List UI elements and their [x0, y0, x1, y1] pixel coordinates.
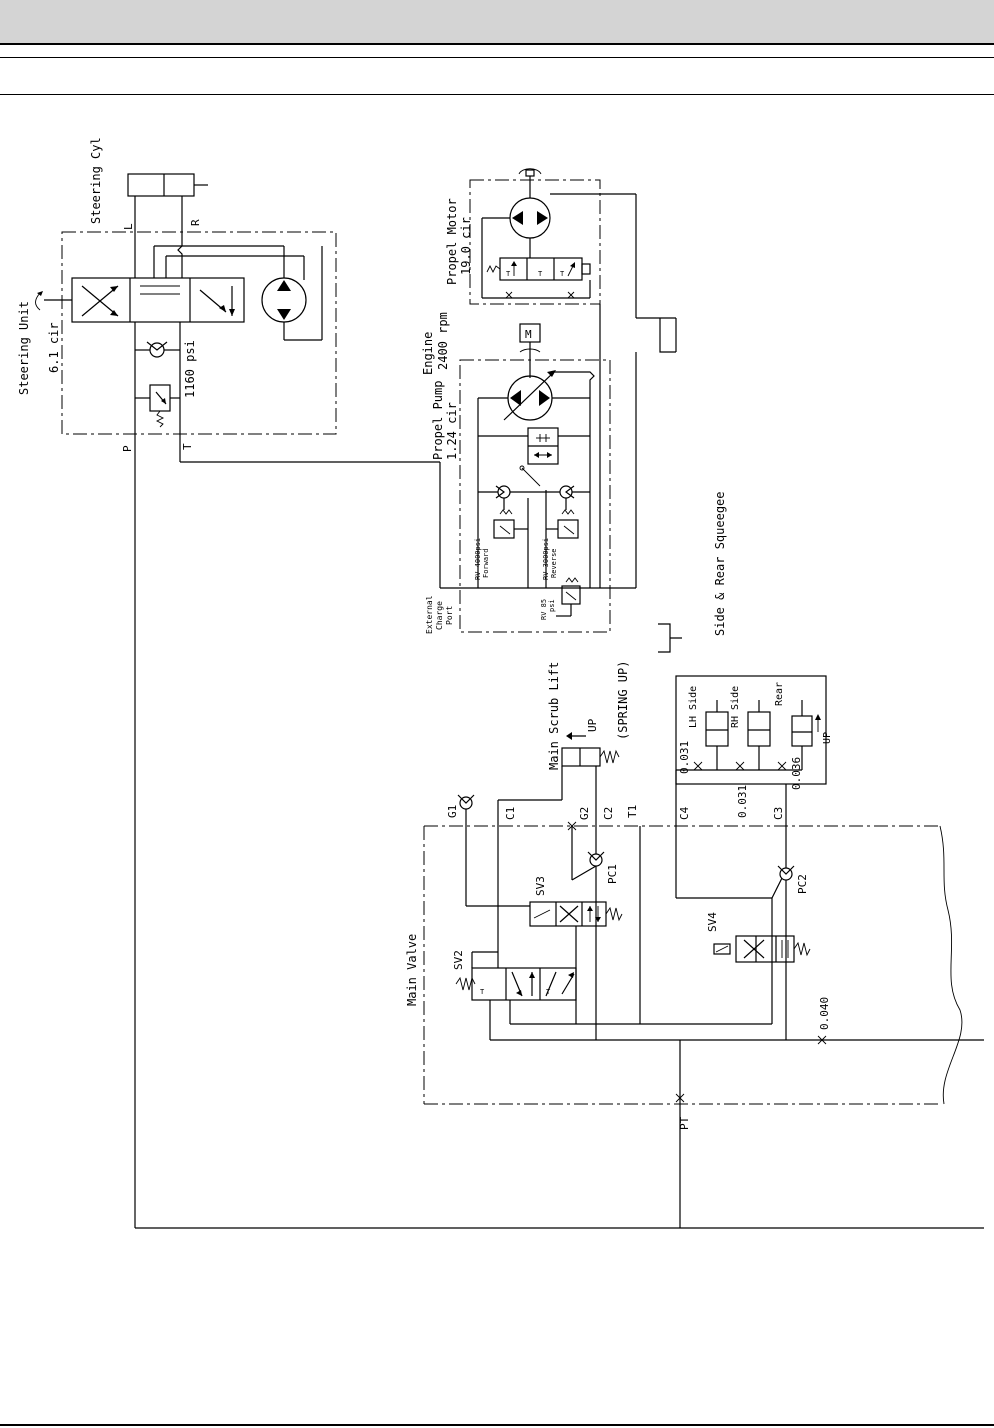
steering-relief-label: 1160 psi [183, 340, 197, 398]
steering-unit-label: Steering Unit [17, 301, 31, 395]
main-valve-label: Main Valve [405, 934, 419, 1006]
pc1-label: PC1 [606, 864, 619, 884]
rh-side-label: RH Side [730, 686, 741, 728]
propel-motor-label: Propel Motor [445, 198, 459, 285]
svg-text:T: T [506, 270, 511, 278]
side-rear-squeegee-label: Side & Rear Squeegee [713, 492, 727, 637]
port-c2-label: C2 [602, 807, 615, 820]
pressure-gallery [490, 1035, 984, 1228]
orifice-036-label: 0.036 [790, 757, 803, 790]
port-l-label: L [122, 223, 135, 230]
rv-forward-label-2: Forward [482, 548, 490, 578]
propel-pump [440, 304, 636, 633]
propel-pump-label: Propel Pump [431, 381, 445, 460]
spring-up-label: (SPRING UP) [616, 661, 630, 740]
squeegee-cylinders [675, 675, 827, 785]
footer-rule [0, 1424, 994, 1426]
scrub-lift-up-label: UP [586, 718, 599, 732]
svg-text:T: T [538, 270, 543, 278]
external-charge-label-2: Charge [435, 601, 444, 630]
port-t-label: T [181, 443, 194, 450]
engine-rpm-label: 2400 rpm [436, 312, 450, 370]
sv3-label: SV3 [534, 876, 547, 896]
port-t1-label: T1 [626, 805, 639, 818]
rear-label: Rear [774, 682, 785, 706]
orifice-031-lh-label: 0.031 [678, 741, 691, 774]
external-charge-label-3: Port [445, 606, 454, 625]
main-valve-block [423, 825, 963, 1105]
rv-charge-label-1: RV 85 [540, 599, 548, 620]
port-c4-label: C4 [678, 806, 691, 820]
valve-sv4 [713, 935, 811, 963]
port-g2-label: G2 [578, 807, 591, 820]
main-valve-ports [457, 766, 795, 1040]
main-scrub-lift-label: Main Scrub Lift [547, 662, 561, 770]
port-g1-label: G1 [446, 805, 459, 818]
subheader-rule-top [0, 57, 994, 58]
steering-cyl-label: Steering Cyl [89, 137, 103, 224]
port-pt-label: PT [678, 1116, 691, 1130]
steering-unit [35, 231, 337, 435]
external-charge-label-1: External [425, 595, 434, 634]
svg-text:T: T [480, 988, 485, 996]
rv-charge-label-2: psi [548, 599, 556, 612]
pump-displacement-label: 1.24 cir [445, 402, 459, 460]
port-p-label: P [121, 445, 134, 452]
engine-label: Engine [421, 332, 435, 375]
sv2-label: SV2 [452, 950, 465, 970]
squeegee-tank-symbol [658, 623, 682, 653]
rv-reverse-label-1: RV 3000psi [542, 538, 550, 580]
motor-displacement-label: 19.0 cir [459, 217, 473, 275]
rv-reverse-label-2: Reverse [550, 548, 558, 578]
sv4-label: SV4 [706, 912, 719, 932]
orifice-031-rh-label: 0.031 [736, 785, 749, 818]
subheader-rule-bottom [0, 94, 994, 95]
port-c3-label: C3 [772, 807, 785, 820]
steering-displacement-label: 6.1 cir [47, 322, 61, 373]
valve-sv2: T T [455, 905, 772, 1040]
port-r-label: R [189, 219, 202, 226]
main-scrub-lift-cylinder [561, 732, 620, 800]
svg-text:T: T [546, 988, 551, 996]
steering-cylinder [127, 173, 208, 232]
motor-case-drain-tank [636, 317, 677, 353]
svg-text:T: T [560, 270, 565, 278]
rear-up-label: UP [822, 732, 833, 744]
port-c1-label: C1 [504, 807, 517, 820]
valve-sv3 [529, 901, 623, 927]
orifice-040-label: 0.040 [818, 997, 831, 1030]
header-rule [0, 43, 994, 45]
lh-side-label: LH Side [688, 686, 699, 728]
engine-motor-label: M [525, 328, 532, 341]
pc2-label: PC2 [796, 874, 809, 894]
header-band [0, 0, 994, 43]
propel-motor: T T T [469, 168, 637, 318]
rv-forward-label-1: RV 4000psi [474, 538, 482, 580]
